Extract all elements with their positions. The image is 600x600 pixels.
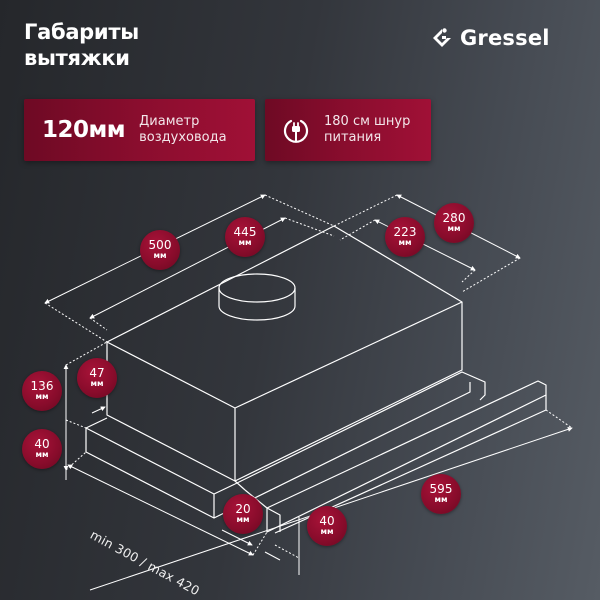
dim-unit: мм — [153, 251, 167, 260]
body-left-face — [106, 342, 236, 482]
dim-unit: мм — [35, 450, 49, 459]
brand-name: Gressel — [460, 26, 550, 50]
dim-value: 47 — [89, 366, 105, 380]
dim-value: 40 — [34, 437, 50, 451]
title-line-1: Габариты — [24, 20, 139, 44]
power-cord-label-line2: питания — [324, 130, 382, 145]
dim-value: 136 — [30, 379, 54, 393]
front-strip — [266, 380, 547, 533]
duct-diameter-card: 120мм Диаметр воздуховода — [24, 99, 255, 161]
gressel-logo-icon — [433, 28, 451, 47]
power-cord-label-line1: 180 см шнур — [324, 114, 411, 129]
body-right-face — [234, 302, 463, 482]
power-plug-icon — [283, 119, 309, 143]
dim-unit: мм — [238, 238, 252, 247]
dim-badge-136: 136 мм — [22, 371, 62, 411]
dim-badge-20: 20 мм — [223, 494, 263, 534]
duct-diameter-value: 120мм — [42, 117, 126, 143]
page-title: Габариты вытяжки — [24, 19, 139, 71]
power-cord-label: 180 см шнур питания — [324, 114, 410, 146]
dim-value: 500 — [148, 238, 172, 252]
dim-unit: мм — [236, 515, 250, 524]
slide-panel — [85, 417, 236, 519]
brand-logo: Gressel — [430, 26, 550, 50]
dim-badge-445: 445 мм — [225, 217, 265, 257]
dim-badge-47: 47 мм — [77, 358, 117, 398]
dim-badge-223: 223 мм — [385, 217, 425, 257]
dim-value: 223 — [393, 225, 417, 239]
dim-value: 280 — [442, 211, 466, 225]
dim-unit: мм — [35, 392, 49, 401]
dim-value: 20 — [235, 502, 251, 516]
dim-badge-280: 280 мм — [434, 203, 474, 243]
duct-cylinder-top — [218, 273, 296, 303]
dim-unit: мм — [398, 238, 412, 247]
dim-badge-40-front: 40 мм — [307, 506, 347, 546]
title-line-2: вытяжки — [24, 46, 130, 70]
duct-diameter-label-line1: Диаметр — [139, 114, 200, 129]
dim-badge-40-left: 40 мм — [22, 429, 62, 469]
duct-diameter-label: Диаметр воздуховода — [139, 114, 226, 146]
dim-unit: мм — [90, 379, 104, 388]
duct-cylinder-side — [218, 288, 296, 321]
dim-value: 40 — [319, 514, 335, 528]
dim-unit: мм — [447, 224, 461, 233]
dim-unit: мм — [320, 527, 334, 536]
dim-badge-500: 500 мм — [140, 230, 180, 270]
dim-badge-595: 595 мм — [421, 474, 461, 514]
duct-diameter-label-line2: воздуховода — [139, 130, 227, 145]
dim-value: 595 — [429, 482, 453, 496]
dim-value: 445 — [233, 225, 257, 239]
dim-unit: мм — [434, 495, 448, 504]
power-cord-card: 180 см шнур питания — [265, 99, 431, 161]
